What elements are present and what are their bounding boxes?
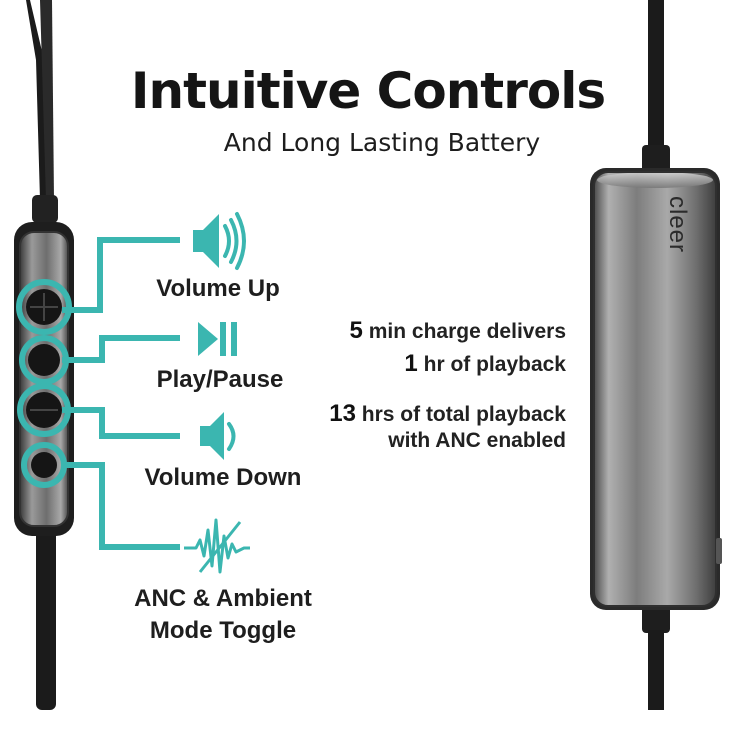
charge-text: min charge delivers <box>362 320 566 343</box>
anc-label-line2: Mode Toggle <box>149 617 297 645</box>
battery-info-line4: with ANC enabled <box>388 429 566 452</box>
anc-wave-icon <box>184 518 250 574</box>
remote-buttons <box>16 279 72 488</box>
page-title: Intuitive Controls <box>130 62 606 120</box>
anc-label-line1: ANC & Ambient <box>134 585 312 612</box>
battery-info-line1: 5 min charge delivers <box>350 317 566 345</box>
connector-lines <box>62 237 180 550</box>
total-text: hrs of total playback <box>355 403 566 426</box>
volume-up-label: Volume Up <box>156 275 280 302</box>
total-hours: 13 <box>329 400 356 427</box>
speaker-loud-icon <box>193 212 246 270</box>
volume-down-label: Volume Down <box>144 464 302 491</box>
anc-toggle-label: ANC & Ambient Mode Toggle <box>108 583 338 648</box>
brand-logo: cleer <box>664 196 691 253</box>
page-subtitle: And Long Lasting Battery <box>223 128 541 157</box>
play-pause-icon <box>198 322 237 356</box>
battery-info-line3: 13 hrs of total playback <box>329 400 566 428</box>
left-cable <box>26 0 58 710</box>
play-pause-label: Play/Pause <box>156 366 284 393</box>
right-cable <box>642 0 670 710</box>
speaker-quiet-icon <box>200 412 236 460</box>
battery-info-line2: 1 hr of playback <box>404 350 566 378</box>
battery-pack <box>590 168 722 610</box>
charge-minutes: 5 <box>349 317 363 344</box>
playback-hours: 1 <box>404 350 418 377</box>
playback-text: hr of playback <box>417 353 566 376</box>
